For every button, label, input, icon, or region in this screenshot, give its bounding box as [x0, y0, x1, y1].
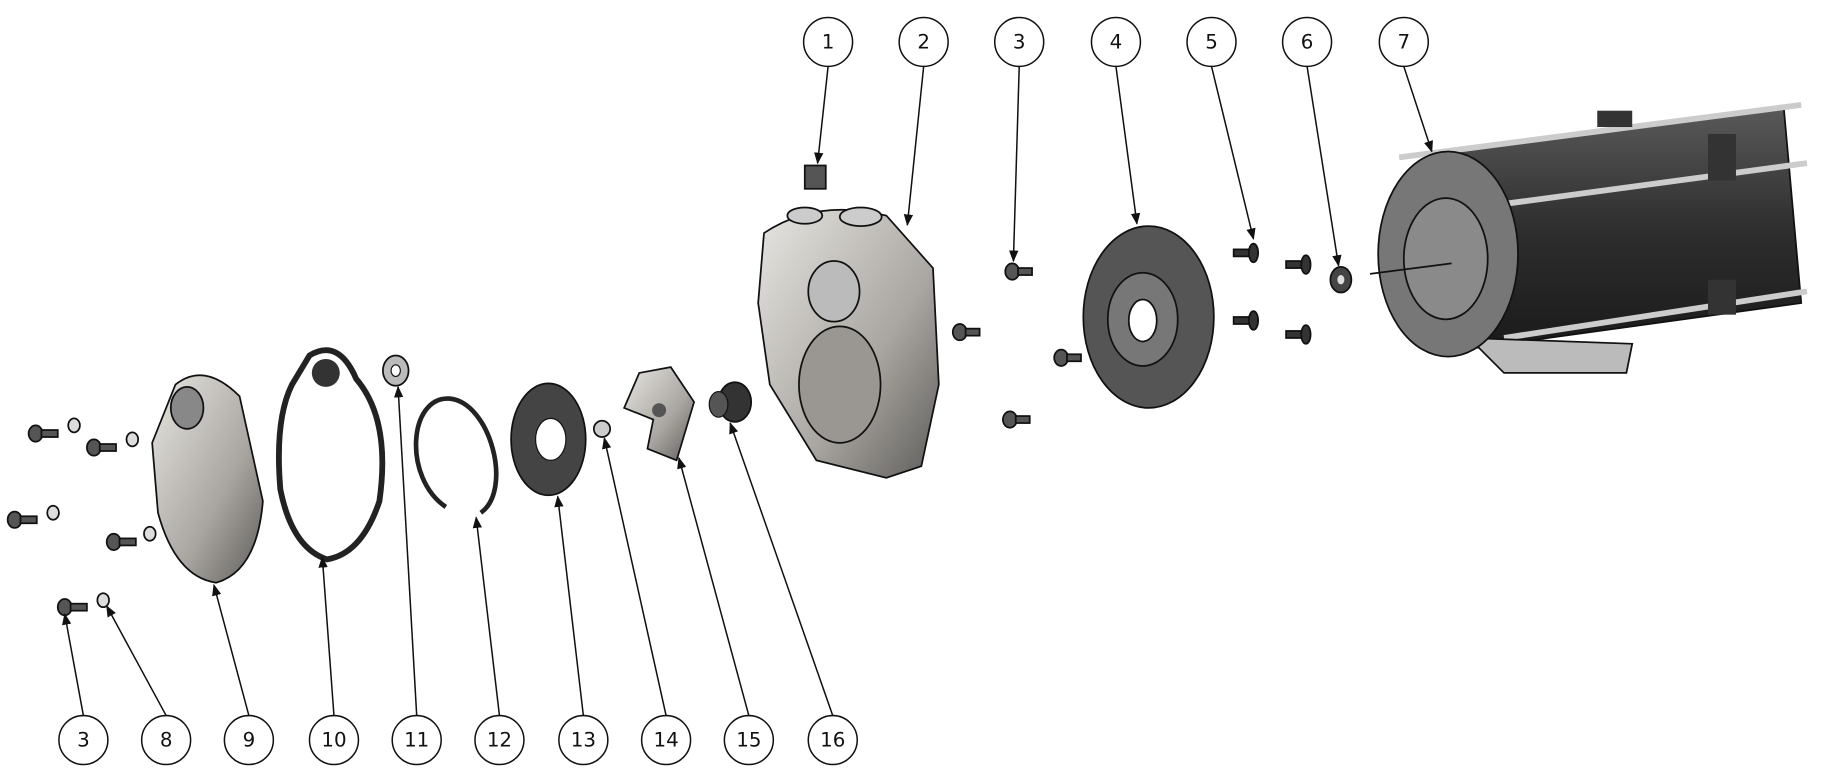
svg-text:1: 1 [822, 30, 835, 53]
part-3-bolts-lower [6, 424, 137, 617]
part-13-wear-plate [510, 382, 587, 497]
part-8-washers [46, 417, 157, 609]
balloon-4: 4 [1090, 16, 1142, 68]
svg-text:2: 2 [917, 30, 930, 53]
svg-text:9: 9 [243, 729, 256, 752]
part-4-adapter-plate [1082, 225, 1215, 409]
svg-text:15: 15 [736, 729, 761, 752]
part-3-bolts-upper [951, 262, 1082, 429]
svg-text:4: 4 [1110, 30, 1123, 53]
part-14-ball [592, 419, 612, 438]
balloon-7: 7 [1378, 16, 1430, 68]
balloon-1: 1 [802, 16, 854, 68]
part-1-plug [803, 164, 827, 190]
balloons-bottom: 3 8 9 10 11 12 13 14 15 16 [58, 714, 858, 766]
part-9-cover [151, 374, 264, 584]
balloon-13: 13 [558, 714, 609, 766]
balloon-14: 14 [640, 714, 692, 766]
part-10-gasket [275, 347, 386, 563]
svg-text:3: 3 [1013, 30, 1026, 53]
balloon-3-bottom: 3 [58, 714, 109, 766]
part-11-washer [382, 354, 410, 387]
svg-text:3: 3 [77, 729, 90, 752]
balloon-16: 16 [807, 714, 858, 766]
part-5-bolts [1232, 242, 1312, 345]
balloon-3-top: 3 [993, 16, 1045, 68]
svg-text:12: 12 [487, 729, 512, 752]
part-2-pump-housing [757, 206, 940, 479]
svg-text:7: 7 [1398, 30, 1411, 53]
svg-text:6: 6 [1301, 30, 1314, 53]
svg-text:10: 10 [321, 729, 346, 752]
svg-text:16: 16 [820, 729, 845, 752]
part-15-impeller [622, 366, 696, 462]
part-7-motor [1369, 101, 1808, 374]
leader-lines [62, 66, 1433, 716]
balloon-2: 2 [898, 16, 949, 68]
balloon-11: 11 [391, 714, 442, 766]
part-12-snap-ring [413, 396, 499, 515]
svg-text:8: 8 [160, 729, 173, 752]
balloon-8: 8 [140, 714, 192, 766]
svg-text:11: 11 [404, 729, 429, 752]
balloon-15: 15 [723, 714, 775, 766]
balloon-12: 12 [474, 714, 525, 766]
balloon-10: 10 [308, 714, 360, 766]
svg-text:14: 14 [654, 729, 679, 752]
balloon-5: 5 [1186, 16, 1237, 68]
part-16-seal [708, 381, 753, 423]
balloon-6: 6 [1281, 16, 1333, 68]
svg-text:13: 13 [571, 729, 596, 752]
balloon-9: 9 [223, 714, 275, 766]
balloons-top: 1 2 3 4 5 6 7 [802, 16, 1430, 68]
svg-text:5: 5 [1205, 30, 1218, 53]
part-6-seal [1329, 266, 1353, 294]
